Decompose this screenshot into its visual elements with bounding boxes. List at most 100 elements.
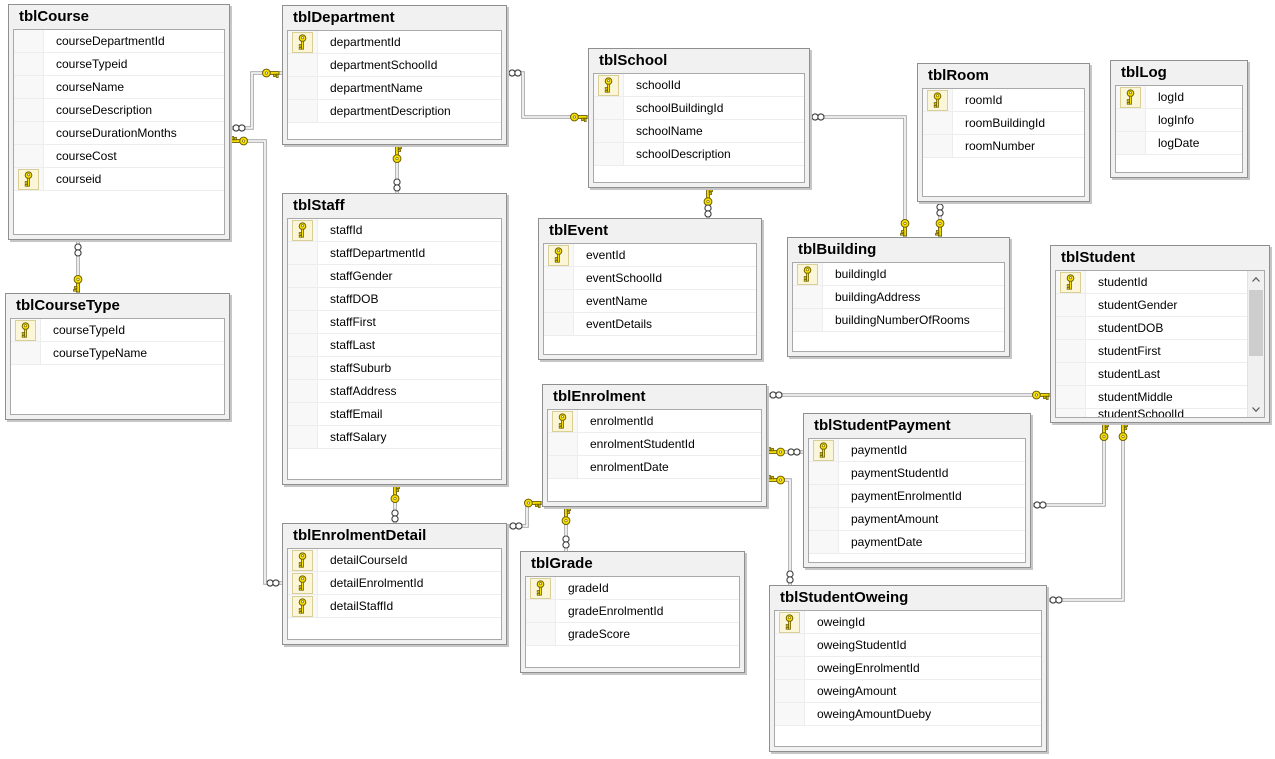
- relationship-course-enrolmentdetail[interactable]: [230, 136, 282, 587]
- row-selector-gutter[interactable]: [288, 549, 318, 571]
- row-selector-gutter[interactable]: [594, 120, 624, 142]
- scrollbar-thumb[interactable]: [1249, 290, 1263, 356]
- field-row[interactable]: eventName: [544, 290, 756, 313]
- row-selector-gutter[interactable]: [1056, 271, 1086, 293]
- row-selector-gutter[interactable]: [809, 462, 839, 484]
- relationship-student-oweing[interactable]: [1047, 423, 1128, 604]
- table-title[interactable]: tblSchool: [599, 52, 668, 69]
- field-row[interactable]: oweingEnrolmentId: [775, 657, 1041, 680]
- scrollbar-down-button[interactable]: [1248, 401, 1264, 417]
- table-title[interactable]: tblEnrolmentDetail: [293, 527, 427, 544]
- field-row[interactable]: paymentAmount: [809, 508, 1025, 531]
- field-row[interactable]: staffSalary: [288, 426, 501, 449]
- field-row[interactable]: enrolmentDate: [548, 456, 761, 479]
- row-selector-gutter[interactable]: [14, 145, 44, 167]
- table-title[interactable]: tblGrade: [531, 555, 593, 572]
- field-row[interactable]: buildingId: [793, 263, 1004, 286]
- row-selector-gutter[interactable]: [1056, 294, 1086, 316]
- table-title[interactable]: tblStudentPayment: [814, 417, 951, 434]
- row-selector-gutter[interactable]: [809, 439, 839, 461]
- table-title[interactable]: tblCourse: [19, 8, 90, 25]
- field-row[interactable]: logInfo: [1116, 109, 1242, 132]
- field-row[interactable]: staffDOB: [288, 288, 501, 311]
- vertical-scrollbar[interactable]: [1247, 271, 1264, 417]
- row-selector-gutter[interactable]: [775, 611, 805, 633]
- row-selector-gutter[interactable]: [288, 31, 318, 53]
- row-selector-gutter[interactable]: [288, 265, 318, 287]
- row-selector-gutter[interactable]: [526, 623, 556, 645]
- row-selector-gutter[interactable]: [288, 77, 318, 99]
- row-selector-gutter[interactable]: [775, 703, 805, 725]
- relationship-department-staff[interactable]: [392, 145, 402, 193]
- row-selector-gutter[interactable]: [1056, 386, 1086, 408]
- field-row[interactable]: studentId: [1056, 271, 1247, 294]
- row-selector-gutter[interactable]: [526, 600, 556, 622]
- field-row[interactable]: enrolmentId: [548, 410, 761, 433]
- row-selector-gutter[interactable]: [548, 410, 578, 432]
- row-selector-gutter[interactable]: [14, 76, 44, 98]
- row-selector-gutter[interactable]: [1116, 86, 1146, 108]
- relationship-school-event[interactable]: [703, 188, 713, 218]
- row-selector-gutter[interactable]: [288, 426, 318, 448]
- row-selector-gutter[interactable]: [1116, 132, 1146, 154]
- row-selector-gutter[interactable]: [923, 135, 953, 157]
- row-selector-gutter[interactable]: [923, 112, 953, 134]
- table-title[interactable]: tblStaff: [293, 197, 345, 214]
- field-row[interactable]: gradeId: [526, 577, 739, 600]
- row-selector-gutter[interactable]: [548, 456, 578, 478]
- row-selector-gutter[interactable]: [11, 342, 41, 364]
- field-row[interactable]: paymentDate: [809, 531, 1025, 554]
- row-selector-gutter[interactable]: [544, 244, 574, 266]
- field-row[interactable]: schoolId: [594, 74, 804, 97]
- row-selector-gutter[interactable]: [11, 319, 41, 341]
- relationship-enrolment-detail[interactable]: [507, 498, 542, 530]
- row-selector-gutter[interactable]: [288, 288, 318, 310]
- row-selector-gutter[interactable]: [775, 657, 805, 679]
- field-row[interactable]: oweingAmountDueby: [775, 703, 1041, 726]
- field-row[interactable]: studentSchoolId: [1056, 409, 1247, 417]
- field-row[interactable]: eventDetails: [544, 313, 756, 336]
- row-selector-gutter[interactable]: [288, 311, 318, 333]
- row-selector-gutter[interactable]: [793, 286, 823, 308]
- row-selector-gutter[interactable]: [288, 572, 318, 594]
- field-row[interactable]: staffFirst: [288, 311, 501, 334]
- field-row[interactable]: oweingStudentId: [775, 634, 1041, 657]
- relationship-enrolment-grade[interactable]: [561, 507, 571, 551]
- field-row[interactable]: schoolBuildingId: [594, 97, 804, 120]
- row-selector-gutter[interactable]: [793, 309, 823, 331]
- field-row[interactable]: studentGender: [1056, 294, 1247, 317]
- row-selector-gutter[interactable]: [594, 74, 624, 96]
- row-selector-gutter[interactable]: [809, 485, 839, 507]
- row-selector-gutter[interactable]: [594, 143, 624, 165]
- row-selector-gutter[interactable]: [288, 403, 318, 425]
- table-title[interactable]: tblStudent: [1061, 249, 1136, 266]
- relationship-building-school[interactable]: [810, 113, 910, 237]
- table-title[interactable]: tblEvent: [549, 222, 609, 239]
- row-selector-gutter[interactable]: [288, 100, 318, 122]
- field-row[interactable]: logId: [1116, 86, 1242, 109]
- field-row[interactable]: courseDurationMonths: [14, 122, 224, 145]
- field-row[interactable]: staffGender: [288, 265, 501, 288]
- table-title[interactable]: tblEnrolment: [553, 388, 646, 405]
- table-title[interactable]: tblDepartment: [293, 9, 395, 26]
- field-row[interactable]: studentDOB: [1056, 317, 1247, 340]
- relationship-enrolment-oweing[interactable]: [767, 475, 794, 585]
- row-selector-gutter[interactable]: [1056, 363, 1086, 385]
- relationship-school-department[interactable]: [507, 69, 588, 122]
- row-selector-gutter[interactable]: [288, 357, 318, 379]
- field-row[interactable]: courseDepartmentId: [14, 30, 224, 53]
- field-row[interactable]: enrolmentStudentId: [548, 433, 761, 456]
- row-selector-gutter[interactable]: [1056, 340, 1086, 362]
- field-row[interactable]: roomId: [923, 89, 1084, 112]
- field-row[interactable]: paymentStudentId: [809, 462, 1025, 485]
- field-row[interactable]: detailEnrolmentId: [288, 572, 501, 595]
- relationship-building-room[interactable]: [935, 202, 945, 237]
- row-selector-gutter[interactable]: [594, 97, 624, 119]
- field-row[interactable]: courseid: [14, 168, 224, 191]
